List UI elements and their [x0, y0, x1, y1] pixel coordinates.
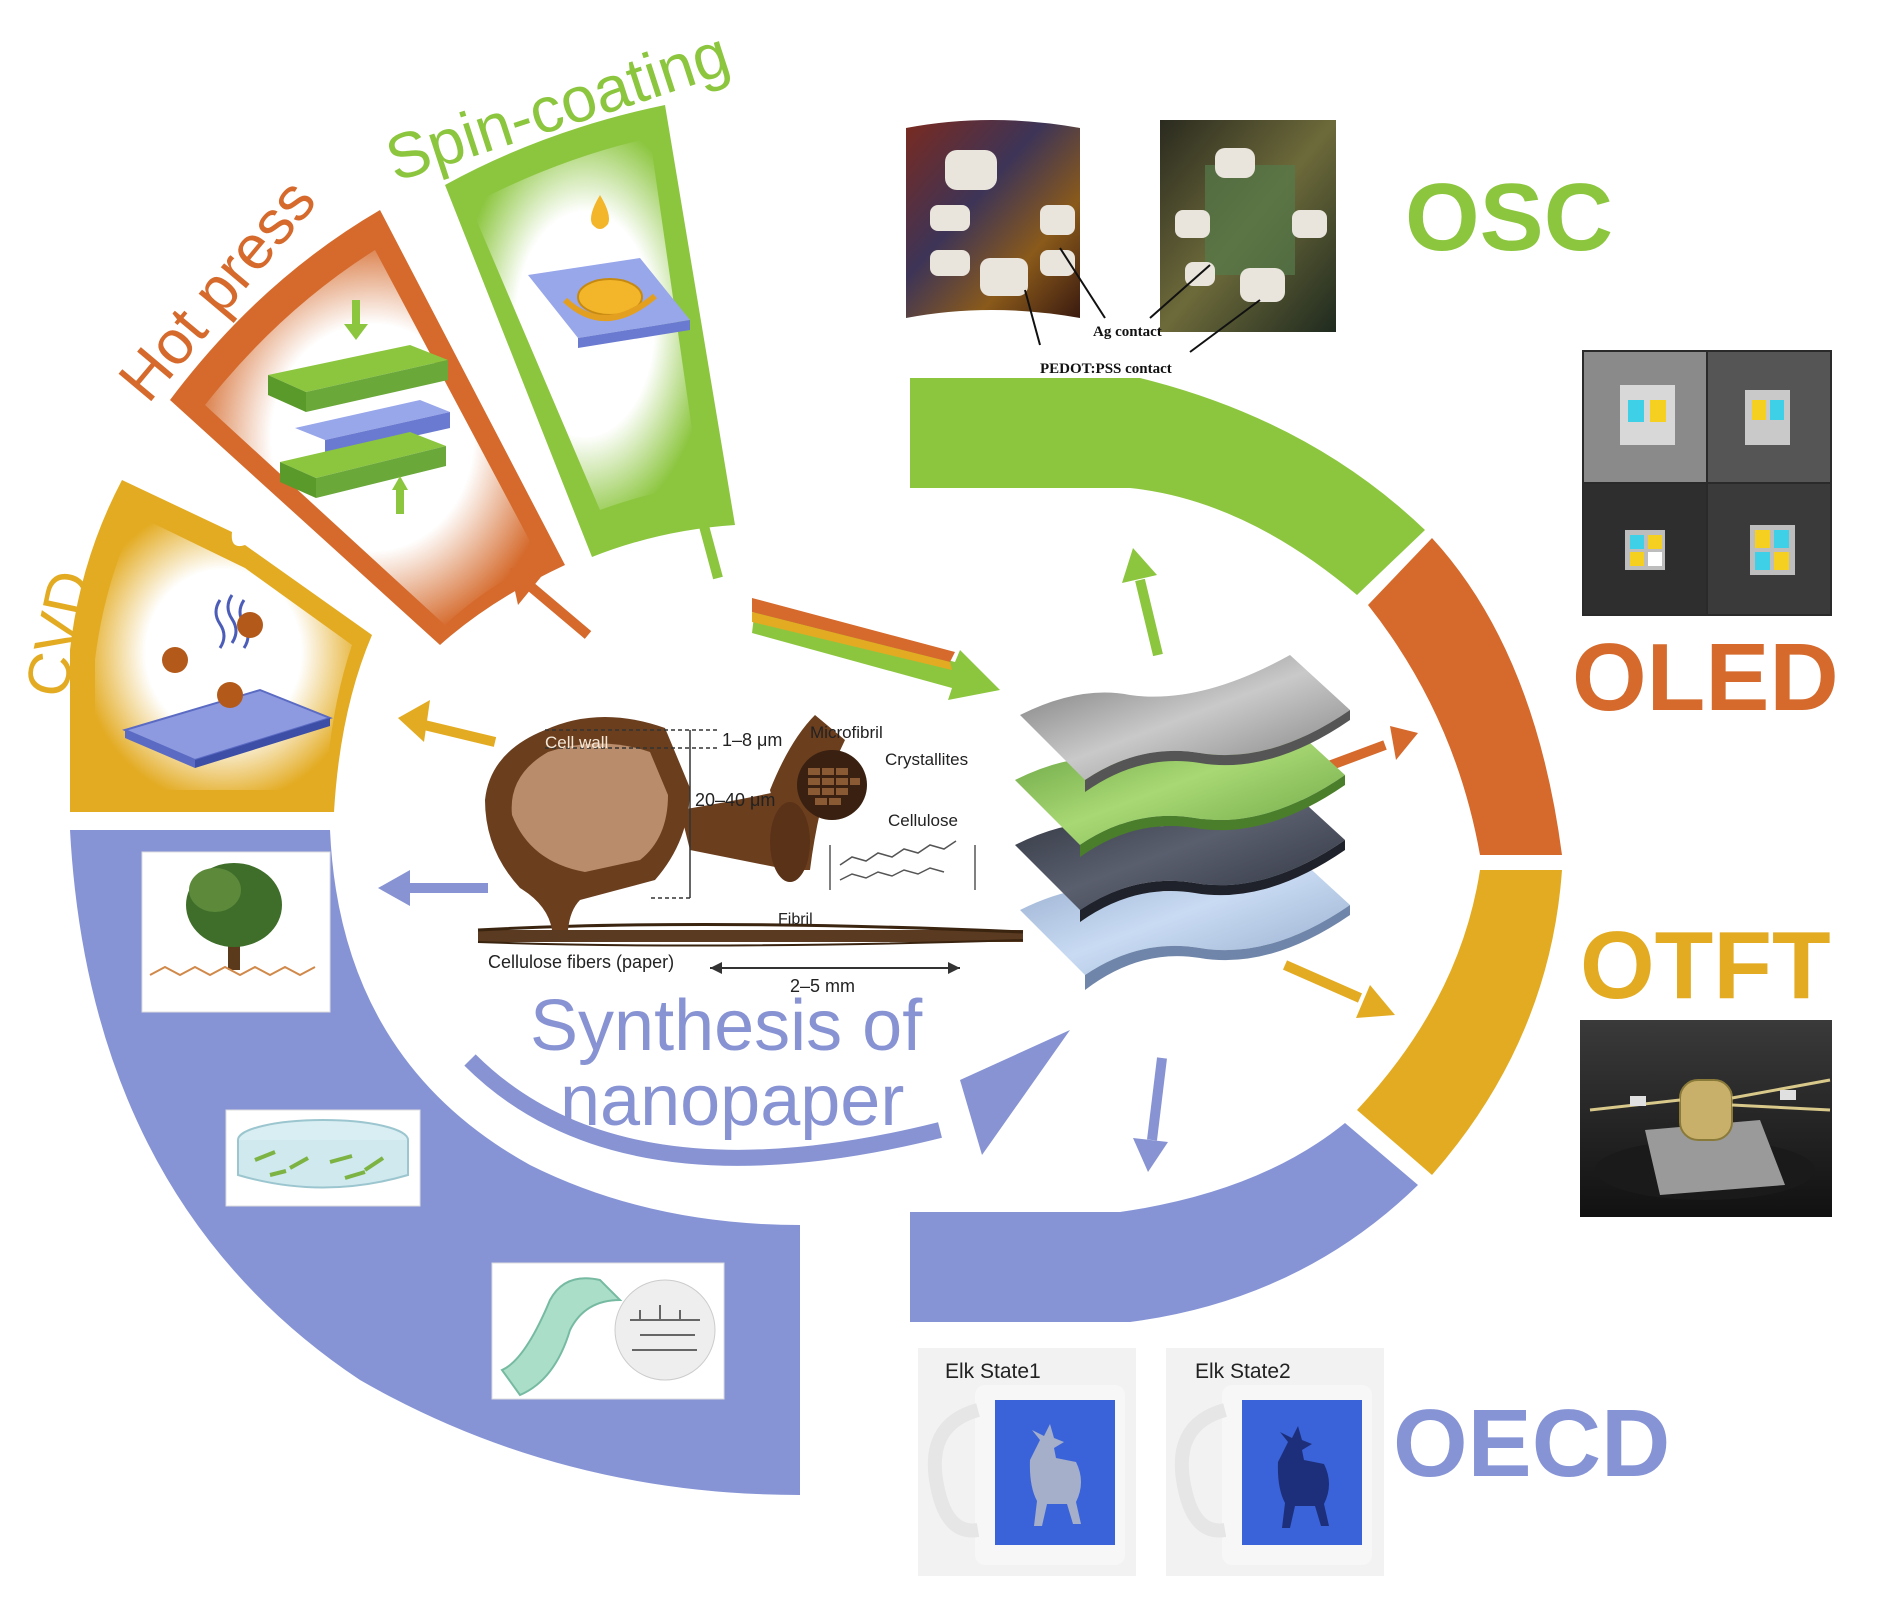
- tree-thumbnail: [141, 851, 331, 1013]
- arrow-up-icon: [392, 476, 408, 514]
- fiber-diameter-label: 20–40 μm: [695, 790, 775, 810]
- arrow-to-spin-coating: [680, 468, 723, 580]
- petri-dish-thumbnail: [225, 1109, 421, 1207]
- oled-arc: [1368, 538, 1562, 855]
- arrow-to-osc: [1122, 548, 1163, 657]
- oled-photos: [1582, 350, 1832, 616]
- otft-photo: [1580, 1020, 1832, 1217]
- otft-arc: [1357, 870, 1562, 1175]
- drop-icon: [591, 195, 609, 229]
- osc-label: OSC: [1405, 164, 1613, 271]
- arrow-down-icon: [344, 300, 368, 340]
- oled-label: OLED: [1572, 624, 1839, 731]
- sheet-grey: [1020, 655, 1350, 780]
- oecd-arc: [910, 1123, 1418, 1322]
- spin-coating-illustration: [528, 195, 690, 348]
- fibril-icon: [770, 802, 810, 882]
- mug-state1-label: Elk State1: [945, 1360, 1041, 1383]
- mug-state2-label: Elk State2: [1195, 1360, 1291, 1383]
- otft-label: OTFT: [1580, 912, 1831, 1019]
- arrow-to-oled: [1316, 726, 1418, 775]
- particle-icon: [237, 612, 263, 638]
- arrow-to-cvd: [398, 700, 497, 747]
- arrow-to-fiber-source: [378, 870, 488, 906]
- ag-contact-label: Ag contact: [1093, 324, 1162, 340]
- oecd-label: OECD: [1393, 1390, 1670, 1497]
- elk-icon: [1277, 1426, 1329, 1528]
- layered-device-stack: [1015, 655, 1350, 990]
- wall-thickness-label: 1–8 μm: [722, 730, 782, 750]
- cell-wall-label: Cell wall: [545, 733, 608, 752]
- mug-state2: [1166, 1348, 1384, 1576]
- synthesis-title-line2: nanopaper: [560, 1061, 904, 1141]
- crystallites-label: Crystallites: [885, 750, 968, 769]
- osc-arc: [910, 378, 1425, 595]
- particle-icon: [217, 682, 243, 708]
- particle-icon: [162, 647, 188, 673]
- synthesis-title-line1: Synthesis of: [530, 986, 923, 1066]
- pedot-contact-label: PEDOT:PSS contact: [1040, 361, 1172, 377]
- arrow-to-oecd: [1133, 1057, 1168, 1172]
- elk-icon: [1029, 1424, 1081, 1526]
- arrow-to-otft: [1282, 960, 1395, 1018]
- cellulose-structure: [829, 840, 976, 890]
- molecule-icon: [614, 1279, 716, 1381]
- application-ring: [910, 378, 1562, 1322]
- cvd-illustration: [122, 594, 333, 768]
- fibril-label: Fibril: [778, 911, 813, 928]
- method-arrows: [378, 468, 1418, 1172]
- synthesis-curved-arrow: [464, 1030, 1070, 1166]
- cellulose-label: Cellulose: [888, 811, 958, 830]
- hot-press-illustration: [268, 300, 450, 514]
- film-thumbnail: [491, 1262, 725, 1400]
- cellulose-fibers-label: Cellulose fibers (paper): [488, 952, 674, 972]
- arrow-methods-to-device: [752, 598, 1000, 700]
- fiber-length-label: 2–5 mm: [790, 976, 855, 996]
- microfibril-label: Microfibril: [810, 723, 883, 742]
- osc-photos: Ag contact PEDOT:PSS contact: [906, 120, 1336, 377]
- fiber-labels: Cell wall 1–8 μm 20–40 μm Microfibril Cr…: [488, 723, 968, 996]
- mug-state1: [918, 1348, 1136, 1576]
- arrow-to-hot-press: [510, 568, 592, 639]
- cellulose-fiber-diagram: [477, 715, 1024, 974]
